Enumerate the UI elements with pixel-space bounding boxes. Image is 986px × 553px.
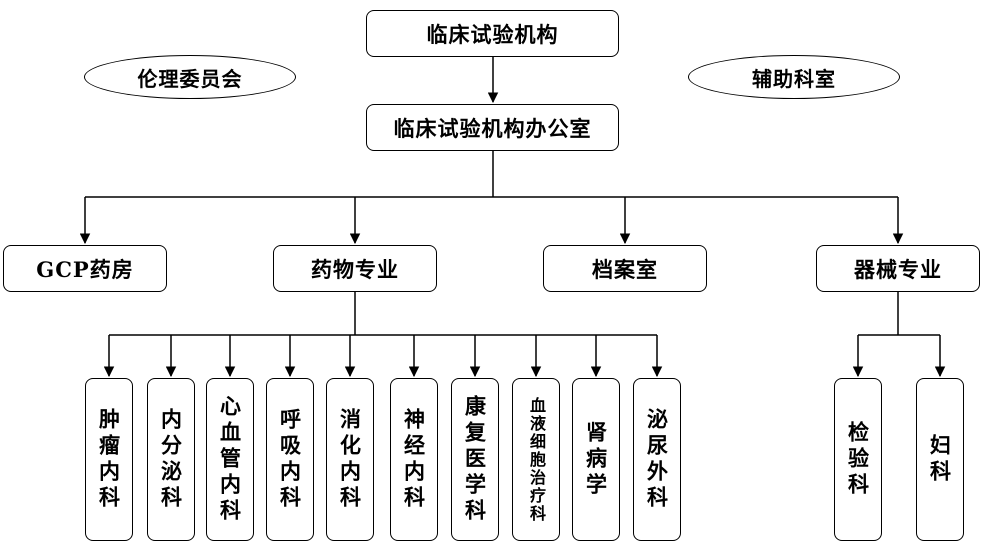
department-neurology: 神经内科 <box>390 378 438 541</box>
department-rehabilitation: 康复医学科 <box>451 378 499 541</box>
device-specialty-box: 器械专业 <box>816 245 980 292</box>
department-label: 心血管内科 <box>217 394 243 525</box>
department-label: 内分泌科 <box>158 407 184 512</box>
department-label: 肿瘤内科 <box>96 407 122 512</box>
department-gastroenterology: 消化内科 <box>326 378 374 541</box>
gcp-pharmacy-label: GCP药房 <box>36 256 134 282</box>
department-hematology-cell-therapy: 血液细胞治疗科 <box>512 378 560 541</box>
archive-room-label: 档案室 <box>592 256 658 282</box>
department-respiratory: 呼吸内科 <box>266 378 314 541</box>
department-label: 妇科 <box>927 433 953 486</box>
gcp-pharmacy-box: GCP药房 <box>3 245 167 292</box>
auxiliary-departments-ellipse: 辅助科室 <box>688 55 900 99</box>
department-label: 神经内科 <box>401 407 427 512</box>
drug-specialty-box: 药物专业 <box>273 245 437 292</box>
drug-specialty-label: 药物专业 <box>311 256 399 282</box>
auxiliary-departments-label: 辅助科室 <box>752 66 836 91</box>
department-label: 消化内科 <box>337 407 363 512</box>
department-oncology: 肿瘤内科 <box>85 378 133 541</box>
department-laboratory: 检验科 <box>834 378 882 541</box>
department-cardiology: 心血管内科 <box>206 378 254 541</box>
clinical-trial-institution-box: 临床试验机构 <box>366 10 619 57</box>
department-urology: 泌尿外科 <box>633 378 681 541</box>
clinical-trial-institution-label: 临床试验机构 <box>426 21 559 47</box>
department-label: 康复医学科 <box>462 394 488 525</box>
department-nephrology: 肾病学 <box>572 378 620 541</box>
device-specialty-label: 器械专业 <box>854 256 942 282</box>
ethics-committee-ellipse: 伦理委员会 <box>84 55 296 99</box>
institution-office-box: 临床试验机构办公室 <box>366 104 619 151</box>
department-label: 检验科 <box>845 420 871 499</box>
department-label: 泌尿外科 <box>644 407 670 512</box>
department-endocrinology: 内分泌科 <box>147 378 195 541</box>
ethics-committee-label: 伦理委员会 <box>137 66 243 91</box>
department-label: 呼吸内科 <box>277 407 303 512</box>
department-label: 血液细胞治疗科 <box>527 396 546 523</box>
institution-office-label: 临床试验机构办公室 <box>393 115 592 141</box>
department-label: 肾病学 <box>583 420 609 499</box>
archive-room-box: 档案室 <box>543 245 707 292</box>
department-gynecology: 妇科 <box>916 378 964 541</box>
